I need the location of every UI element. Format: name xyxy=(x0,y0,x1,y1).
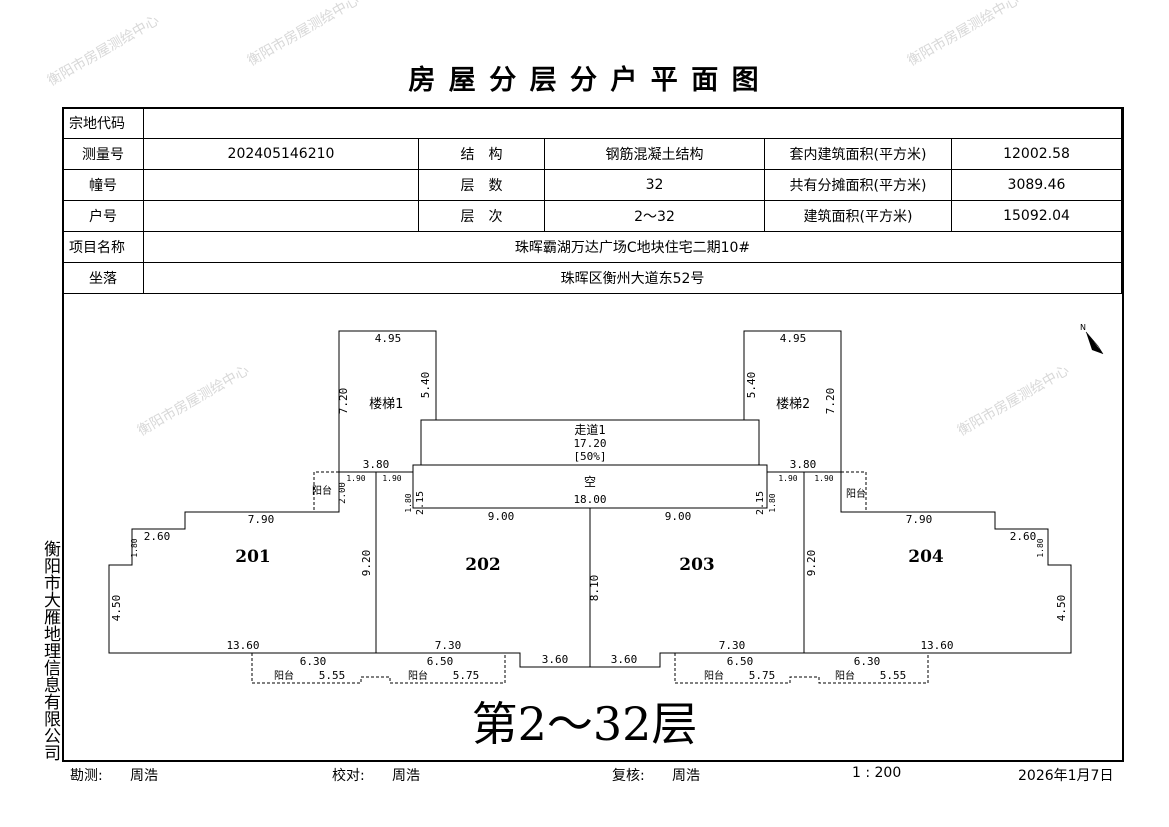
scale: 1 : 200 xyxy=(852,765,902,781)
page-title: 房 屋 分 层 分 户 平 面 图 xyxy=(408,65,761,96)
floors: 32 xyxy=(544,169,765,201)
north-arrow-icon: N xyxy=(1078,320,1110,364)
reviewer-label: 复核: xyxy=(612,768,645,784)
dimension-label: 阳台 xyxy=(408,669,428,682)
surveyor: 周浩 xyxy=(130,768,158,784)
dimension-label: 7.30 xyxy=(719,639,746,652)
inner-area: 12002.58 xyxy=(951,138,1122,170)
dimension-label: 7.20 xyxy=(824,388,837,415)
unit-number-label: 201 xyxy=(235,547,271,567)
info-table: 宗地代码 测量号 202405146210 结 构 钢筋混凝土结构 套内建筑面积… xyxy=(62,107,1122,294)
date: 2026年1月7日 xyxy=(1018,768,1114,784)
balcony-202 xyxy=(376,653,506,684)
dimension-label: 3.60 xyxy=(611,653,638,666)
dimension-label: 阳台 xyxy=(835,669,855,682)
checker-label: 校对: xyxy=(332,768,365,784)
dimension-label: 1.90 xyxy=(382,474,401,483)
reviewer: 周浩 xyxy=(672,768,700,784)
dimension-label: 7.90 xyxy=(906,513,933,526)
floor-range: 2～32 xyxy=(544,200,765,232)
balcony-201 xyxy=(251,653,376,684)
dimension-label: 楼梯1 xyxy=(369,397,403,412)
dimension-label: 3.80 xyxy=(790,458,817,471)
structure: 钢筋混凝土结构 xyxy=(544,138,765,170)
dimension-label: 1.80 xyxy=(1036,538,1045,557)
dimension-label: 6.50 xyxy=(427,655,454,668)
dimension-label: 2.15 xyxy=(755,491,766,515)
company-name: 衡阳市大雁地理信息有限公司 xyxy=(40,540,60,761)
balcony-201-side xyxy=(313,471,339,512)
dimension-label: 6.30 xyxy=(854,655,881,668)
dimension-label: 7.20 xyxy=(337,388,350,415)
dimension-label: 3.80 xyxy=(363,458,390,471)
dimension-label: 7.90 xyxy=(248,513,275,526)
unit-204-outline xyxy=(590,471,1072,668)
checker: 周浩 xyxy=(392,768,420,784)
dimension-label: 阳台 xyxy=(312,484,332,497)
dimension-label: 阳台 xyxy=(704,669,724,682)
dimension-label: 13.60 xyxy=(226,639,259,652)
building-area-label: 建筑面积(平方米) xyxy=(764,200,952,232)
unit-number-label: 204 xyxy=(908,547,944,567)
dimension-label: 9.20 xyxy=(360,550,373,577)
dimension-label: 1.90 xyxy=(814,474,833,483)
dimension-label: 4.95 xyxy=(375,332,402,345)
balcony-204 xyxy=(804,653,929,684)
stair-1-outline xyxy=(338,330,437,472)
dimension-label: 4.50 xyxy=(1055,595,1068,622)
dimension-label: 5.55 xyxy=(319,669,346,682)
dimension-label: 1.80 xyxy=(404,493,413,512)
dimension-label: 5.40 xyxy=(419,372,432,399)
dimension-label: 4.50 xyxy=(110,595,123,622)
balcony-204-side xyxy=(841,471,867,512)
dimension-label: 5.40 xyxy=(745,372,758,399)
dimension-label: 5.55 xyxy=(880,669,907,682)
project-name: 珠晖霸湖万达广场C地块住宅二期10# xyxy=(143,231,1122,263)
dimension-label: 13.60 xyxy=(920,639,953,652)
surveyor-label: 勘测: xyxy=(70,768,103,784)
unit-201-outline xyxy=(108,471,590,668)
dimension-label: 走道1 xyxy=(574,423,605,437)
unit-number-label: 202 xyxy=(465,555,501,575)
dimension-label: 1.90 xyxy=(778,474,797,483)
building-area: 15092.04 xyxy=(951,200,1122,232)
dimension-label: 6.50 xyxy=(727,655,754,668)
dimension-label: 9.00 xyxy=(488,510,515,523)
dimension-label: 阳台 xyxy=(274,669,294,682)
dimension-label: 2.15 xyxy=(415,491,426,515)
dimension-label: 2.00 xyxy=(338,482,348,504)
dimension-label: 5.75 xyxy=(453,669,480,682)
dimension-label: 2.60 xyxy=(144,530,171,543)
north-label: N xyxy=(1080,323,1086,332)
dimension-label: 17.20 xyxy=(573,437,606,450)
dimension-label: 楼梯2 xyxy=(776,397,810,412)
dimension-label: 1.90 xyxy=(346,474,365,483)
dimension-label: 9.00 xyxy=(665,510,692,523)
dimension-label: 8.10 xyxy=(588,575,601,602)
dimension-label: [50%] xyxy=(573,450,606,463)
dimension-label: 18.00 xyxy=(573,493,606,506)
location: 珠晖区衡州大道东52号 xyxy=(143,262,1122,294)
unit-number-label: 203 xyxy=(679,555,715,575)
dimension-label: 阳台 xyxy=(846,487,866,500)
dimension-label: 1.80 xyxy=(130,538,139,557)
dimension-label: 2.60 xyxy=(1010,530,1037,543)
dimension-label: 3.60 xyxy=(542,653,569,666)
floor-label: 第2～32层 xyxy=(471,697,698,751)
dimension-label: 1.80 xyxy=(768,493,777,512)
parcel-code-label: 宗地代码 xyxy=(62,107,144,139)
shared-area: 3089.46 xyxy=(951,169,1122,201)
dimension-label: 9.20 xyxy=(805,550,818,577)
stair-2-outline xyxy=(743,330,842,472)
balcony-203 xyxy=(674,653,804,684)
location-label: 坐落 xyxy=(62,262,144,294)
dimension-label: 6.30 xyxy=(300,655,327,668)
dimension-label: 7.30 xyxy=(435,639,462,652)
dimension-label: 5.75 xyxy=(749,669,776,682)
dimension-label: 4.95 xyxy=(780,332,807,345)
dimension-label: 空 xyxy=(584,475,596,489)
